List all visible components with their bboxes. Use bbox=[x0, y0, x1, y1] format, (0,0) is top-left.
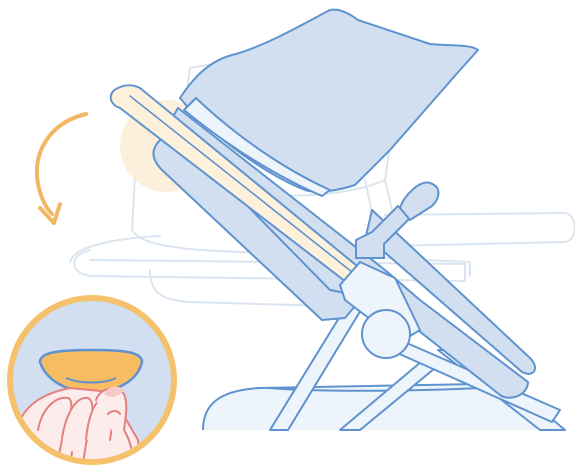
inset-detail bbox=[10, 298, 174, 469]
ghost-frame-upright bbox=[365, 180, 392, 212]
hinge-icon[interactable] bbox=[362, 310, 410, 358]
curved-arrow-down-icon bbox=[37, 114, 86, 223]
stroller-main bbox=[111, 10, 535, 398]
